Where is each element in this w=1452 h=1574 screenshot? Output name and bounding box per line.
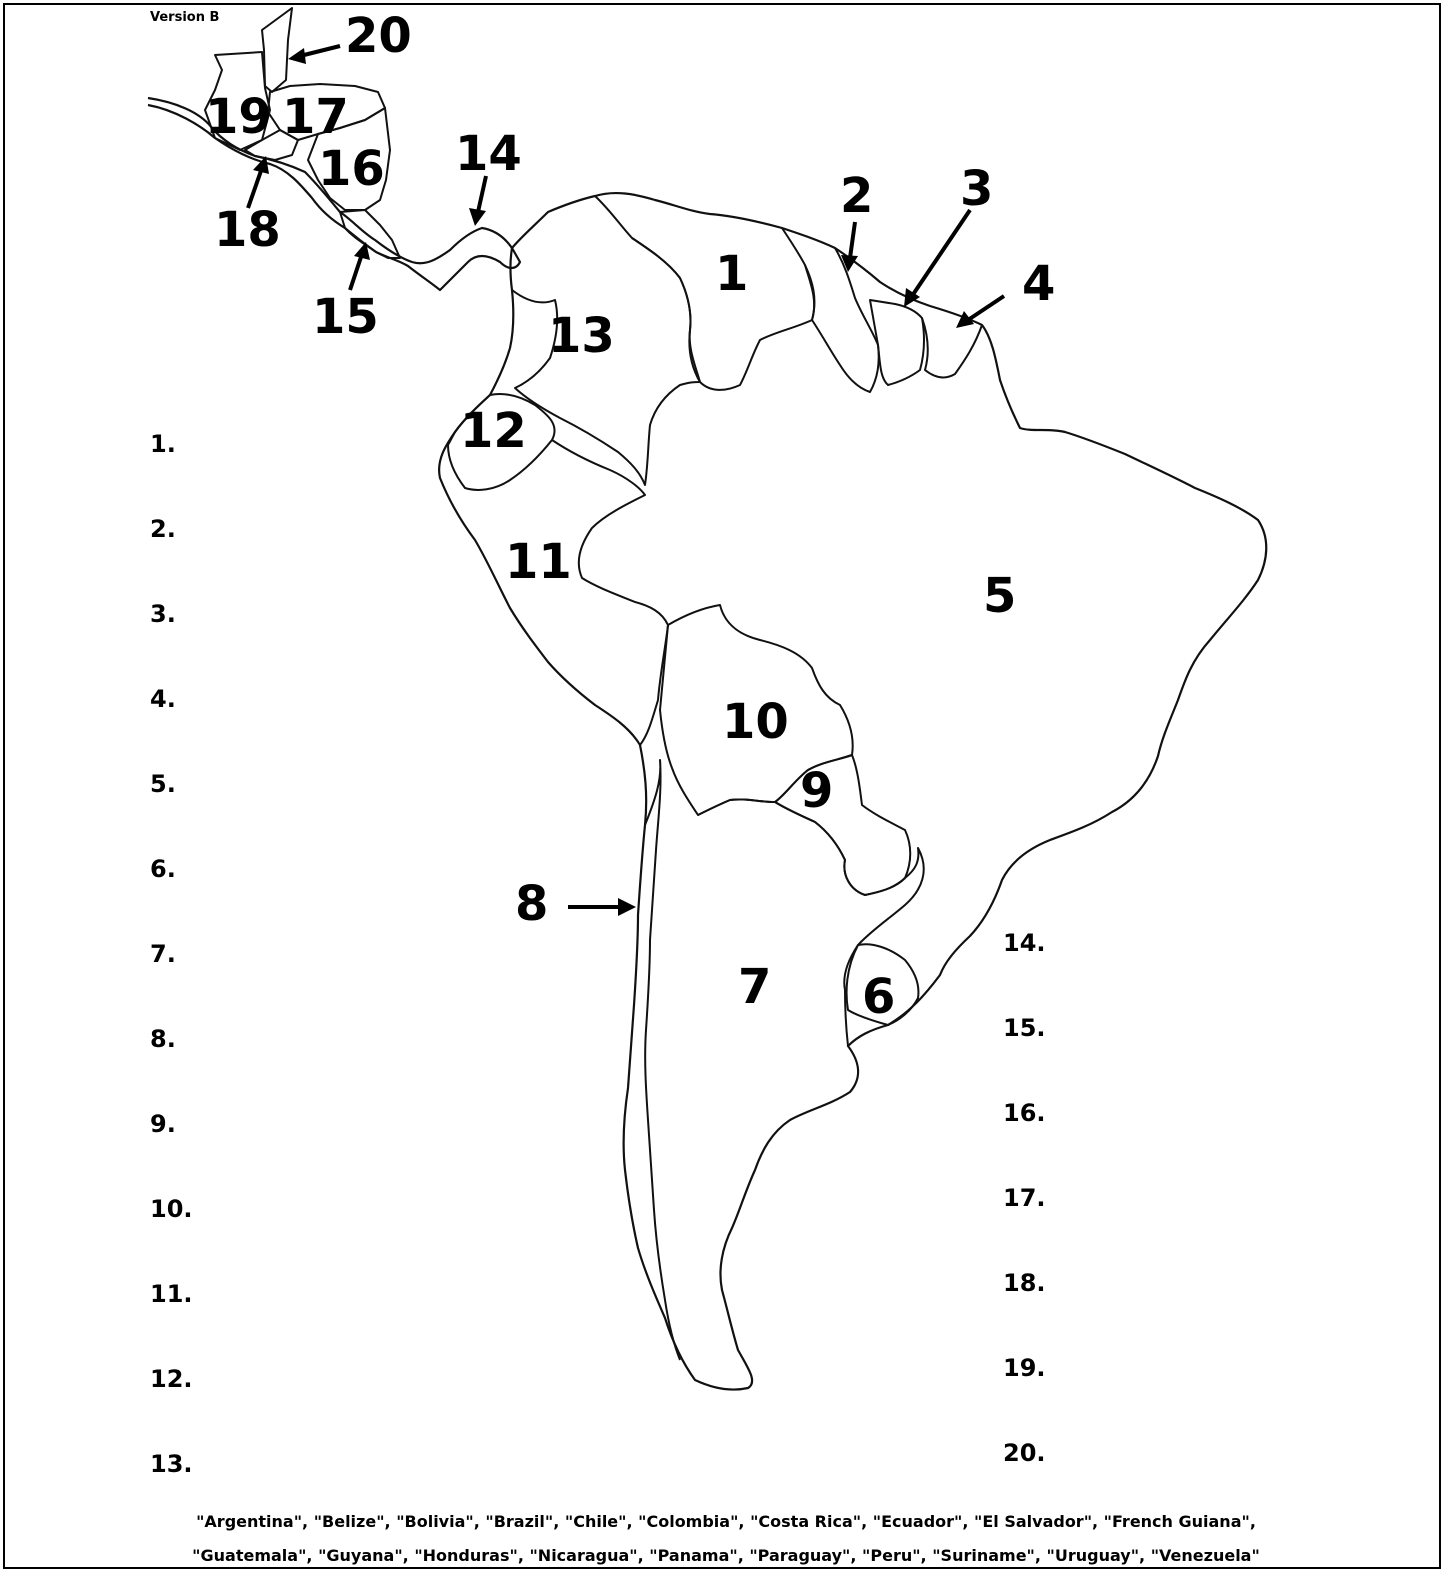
answer-line-4: 4. bbox=[150, 685, 176, 713]
belize-outline bbox=[261, 7, 293, 93]
map-number-3: 3 bbox=[960, 161, 993, 217]
map-number-11: 11 bbox=[505, 534, 572, 590]
arrow-8 bbox=[568, 898, 636, 916]
arrow-2 bbox=[841, 221, 858, 272]
answer-line-2: 2. bbox=[150, 515, 176, 543]
suriname-outline bbox=[869, 299, 926, 386]
answer-line-11: 11. bbox=[150, 1280, 193, 1308]
version-label: Version B bbox=[150, 10, 220, 25]
uruguay-outline bbox=[845, 943, 920, 1026]
answer-line-8: 8. bbox=[150, 1025, 176, 1053]
answer-line-15: 15. bbox=[1003, 1014, 1046, 1042]
ecuador-outline bbox=[447, 393, 556, 491]
map-number-4: 4 bbox=[1022, 256, 1055, 312]
map-number-8: 8 bbox=[515, 876, 548, 932]
south-america-outline bbox=[438, 191, 1268, 1391]
french-guiana-outline bbox=[921, 317, 983, 379]
answer-line-1: 1. bbox=[150, 430, 176, 458]
answer-line-9: 9. bbox=[150, 1110, 176, 1138]
word-bank-line-1: "Argentina", "Belize", "Bolivia", "Brazi… bbox=[196, 1512, 1256, 1531]
map-number-16: 16 bbox=[318, 141, 385, 197]
worksheet-frame bbox=[3, 3, 1441, 1569]
guatemala-outline bbox=[204, 51, 271, 151]
guyana-outline bbox=[804, 247, 880, 393]
map-number-2: 2 bbox=[840, 168, 873, 224]
answer-line-16: 16. bbox=[1003, 1099, 1046, 1127]
arrow-20 bbox=[288, 44, 341, 64]
map-number-17: 17 bbox=[282, 89, 349, 145]
answer-line-14: 14. bbox=[1003, 929, 1046, 957]
el-salvador-outline bbox=[244, 129, 299, 161]
answer-line-7: 7. bbox=[150, 940, 176, 968]
answer-line-17: 17. bbox=[1003, 1184, 1046, 1212]
map-number-18: 18 bbox=[214, 202, 281, 258]
colombia-outline bbox=[511, 237, 701, 486]
answer-line-20: 20. bbox=[1003, 1439, 1046, 1467]
map-number-7: 7 bbox=[738, 959, 771, 1015]
answer-line-12: 12. bbox=[150, 1365, 193, 1393]
arrow-18 bbox=[246, 156, 269, 209]
arrow-3 bbox=[904, 208, 972, 307]
arrow-15 bbox=[348, 242, 370, 291]
map-number-13: 13 bbox=[548, 308, 615, 364]
costa-rica-outline bbox=[339, 209, 401, 259]
answer-line-19: 19. bbox=[1003, 1354, 1046, 1382]
answer-line-5: 5. bbox=[150, 770, 176, 798]
map-number-19: 19 bbox=[205, 89, 272, 145]
answer-line-18: 18. bbox=[1003, 1269, 1046, 1297]
map-number-10: 10 bbox=[722, 694, 789, 750]
peru-outline bbox=[551, 439, 669, 746]
map-number-1: 1 bbox=[715, 246, 748, 302]
answer-line-10: 10. bbox=[150, 1195, 193, 1223]
map-number-6: 6 bbox=[862, 969, 895, 1025]
map-number-14: 14 bbox=[455, 126, 522, 182]
chile-outline bbox=[644, 759, 681, 1361]
map-number-20: 20 bbox=[345, 8, 412, 64]
central-america-outline bbox=[147, 96, 522, 292]
answer-line-13: 13. bbox=[150, 1450, 193, 1478]
map-number-12: 12 bbox=[460, 403, 527, 459]
map-number-5: 5 bbox=[983, 568, 1016, 624]
map-number-15: 15 bbox=[312, 289, 379, 345]
paraguay-outline bbox=[774, 754, 912, 896]
word-bank-line-2: "Guatemala", "Guyana", "Honduras", "Nica… bbox=[192, 1546, 1260, 1565]
venezuela-outline bbox=[594, 195, 816, 391]
nicaragua-outline bbox=[307, 107, 391, 211]
arrow-14 bbox=[469, 175, 488, 226]
map-number-9: 9 bbox=[800, 763, 833, 819]
answer-line-6: 6. bbox=[150, 855, 176, 883]
answer-line-3: 3. bbox=[150, 600, 176, 628]
arrow-4 bbox=[956, 294, 1006, 328]
